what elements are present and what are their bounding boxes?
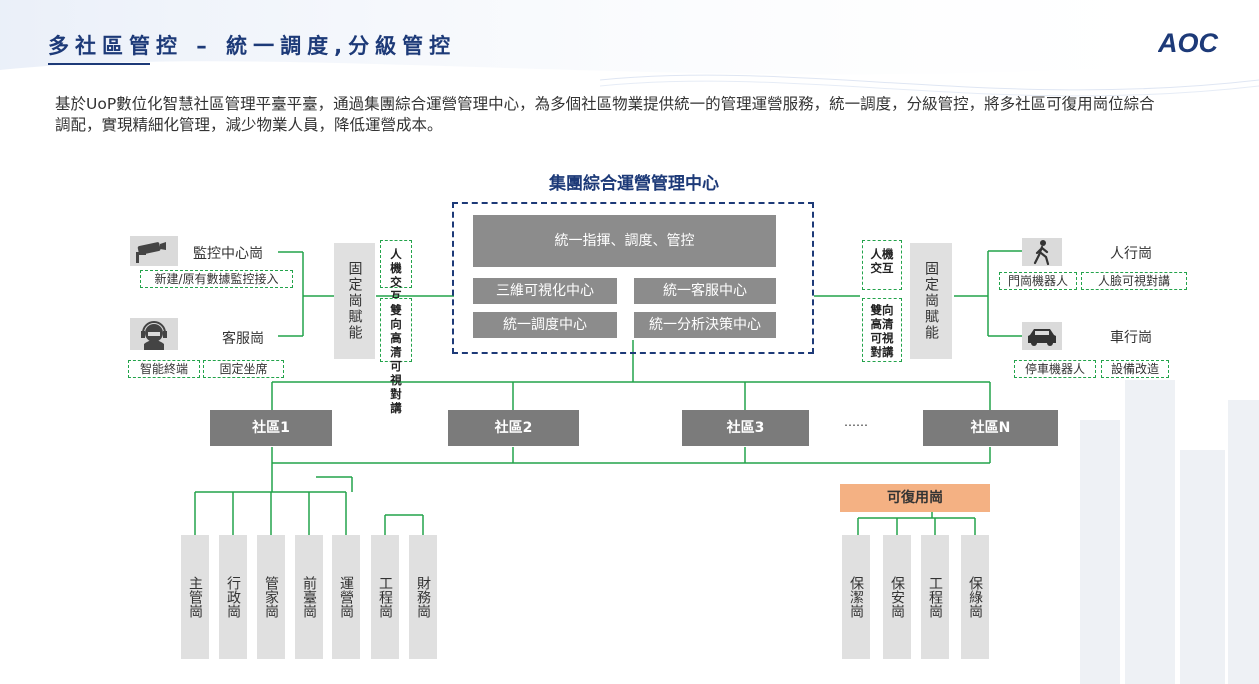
center-title: 集團綜合運營管理中心: [549, 174, 719, 194]
reusable-posts-box: 可復用崗: [840, 484, 990, 512]
tag-data-monitoring: 新建/原有數據監控接入: [140, 270, 293, 288]
post-operations: 運營崗: [332, 535, 360, 659]
aoc-logo: AOC: [1158, 28, 1219, 56]
post-engineering: 工程崗: [371, 535, 399, 659]
post-housekeeper-label: 管家崗: [263, 576, 279, 618]
operations-center-box: [452, 202, 814, 354]
svg-text:AOC: AOC: [1158, 28, 1219, 56]
post-cleaning: 保潔崗: [842, 535, 870, 659]
tag-fixed-seat: 固定坐席: [203, 360, 284, 378]
right-tag-interaction: 人機交互: [862, 240, 902, 290]
post-pedestrian: 人行崗: [1110, 246, 1152, 262]
cctv-camera-icon: [130, 236, 178, 266]
right-enable-label: 固定崗賦能: [923, 261, 939, 341]
post-housekeeper: 管家崗: [257, 535, 285, 659]
right-tag-video-intercom: 雙向高清可視對講: [862, 298, 902, 362]
community-3: 社區3: [682, 410, 809, 446]
tag-face-intercom: 人臉可視對講: [1081, 272, 1187, 290]
tag-smart-terminal: 智能終端: [128, 360, 200, 378]
module-dispatch: 統一調度中心: [473, 312, 617, 338]
community-ellipsis: ……: [844, 415, 868, 429]
post-supervisor-label: 主管崗: [187, 576, 203, 618]
community-1: 社區1: [210, 410, 332, 446]
page-title: 多社區管控 – 統一調度,分級管控: [48, 34, 457, 58]
left-tag-video-intercom-text: 雙向高清可視對講: [390, 303, 402, 415]
post-administration-label: 行政崗: [225, 576, 241, 618]
post-operations-label: 運營崗: [338, 576, 354, 618]
left-enable-box: 固定崗賦能: [334, 243, 375, 359]
left-tag-interaction-text: 人機交互: [390, 247, 402, 303]
post-greening: 保綠崗: [961, 535, 989, 659]
post-greening-label: 保綠崗: [967, 576, 983, 618]
right-tag-interaction-text: 人機交互: [870, 247, 894, 275]
community-n: 社區N: [923, 410, 1058, 446]
post-engineering-shared: 工程崗: [921, 535, 949, 659]
headset-agent-icon: [130, 318, 178, 350]
tag-gate-robot: 門崗機器人: [999, 272, 1077, 290]
post-finance-label: 財務崗: [415, 576, 431, 618]
community-2: 社區2: [448, 410, 579, 446]
pedestrian-icon: [1022, 238, 1062, 266]
module-analysis: 統一分析決策中心: [634, 312, 776, 338]
post-front-desk-label: 前臺崗: [301, 576, 317, 618]
post-cleaning-label: 保潔崗: [848, 576, 864, 618]
left-tag-interaction: 人機交互: [380, 240, 412, 303]
post-engineering-label: 工程崗: [377, 576, 393, 618]
post-supervisor: 主管崗: [181, 535, 209, 659]
right-enable-box: 固定崗賦能: [910, 243, 952, 359]
left-enable-label: 固定崗賦能: [346, 261, 363, 341]
right-tag-video-intercom-text: 雙向高清可視對講: [870, 303, 894, 359]
module-3d-visualization: 三維可視化中心: [473, 278, 617, 304]
command-box: 統一指揮、調度、管控: [473, 215, 776, 267]
intro-paragraph: 基於UoP數位化智慧社區管理平臺平臺，通過集團綜合運營管理中心，為多個社區物業提…: [55, 95, 1155, 134]
car-icon: [1022, 322, 1062, 350]
post-front-desk: 前臺崗: [295, 535, 323, 659]
post-security: 保安崗: [883, 535, 911, 659]
post-engineering-shared-label: 工程崗: [927, 576, 943, 618]
post-finance: 財務崗: [409, 535, 437, 659]
module-customer-service: 統一客服中心: [634, 278, 776, 304]
left-tag-video-intercom: 雙向高清可視對講: [380, 298, 412, 415]
post-customer-service: 客服崗: [222, 331, 264, 347]
post-administration: 行政崗: [219, 535, 247, 659]
tag-equipment-upgrade: 設備改造: [1101, 360, 1169, 378]
post-security-label: 保安崗: [889, 576, 905, 618]
post-vehicle: 車行崗: [1110, 330, 1152, 346]
title-underline: [48, 63, 150, 65]
post-monitoring-center: 監控中心崗: [193, 246, 263, 262]
tag-parking-robot: 停車機器人: [1014, 360, 1096, 378]
